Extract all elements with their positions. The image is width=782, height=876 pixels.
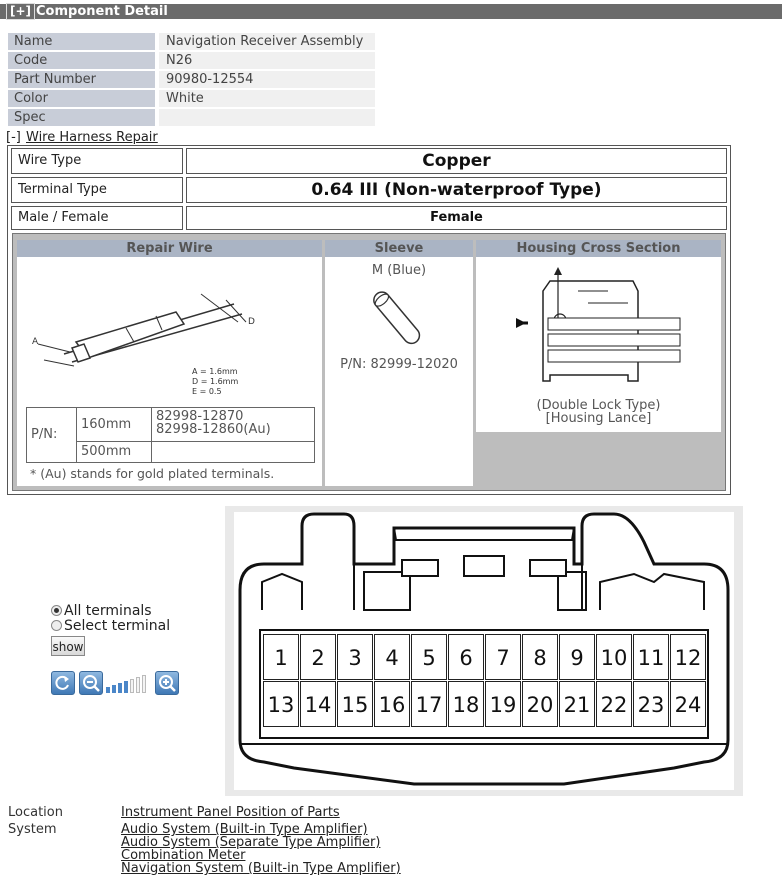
connector-pin-2[interactable]: 2 <box>300 634 336 680</box>
reset-zoom-button[interactable] <box>51 671 75 695</box>
housing-header: Housing Cross Section <box>476 240 721 257</box>
connector-pin-4[interactable]: 4 <box>374 634 410 680</box>
pn-label: P/N: <box>26 407 77 463</box>
zoom-level-indicator[interactable] <box>106 673 154 693</box>
housing-cross-section-drawing <box>488 263 709 394</box>
dim-e-text: E = 0.5 <box>192 387 222 396</box>
system-link-combination-meter[interactable]: Combination Meter <box>121 848 246 863</box>
connector-pin-15[interactable]: 15 <box>337 681 373 727</box>
info-value-spec <box>159 109 375 126</box>
wire-type-label: Wire Type <box>11 148 183 174</box>
connector-pin-10[interactable]: 10 <box>596 634 632 680</box>
info-key-code: Code <box>8 52 155 69</box>
info-value-name: Navigation Receiver Assembly <box>159 33 375 50</box>
wire-type-value: Copper <box>186 148 727 174</box>
connector-pin-16[interactable]: 16 <box>374 681 410 727</box>
length-160: 160mm <box>76 407 152 442</box>
wire-harness-title-link[interactable]: Wire Harness Repair <box>26 130 158 145</box>
zoom-level-step[interactable] <box>106 687 110 693</box>
component-detail-toggle[interactable]: [+] <box>6 3 36 20</box>
connector-pin-18[interactable]: 18 <box>448 681 484 727</box>
zoom-level-step[interactable] <box>130 679 134 693</box>
housing-captions: (Double Lock Type) [Housing Lance] <box>476 399 721 425</box>
housing-caption-lance: [Housing Lance] <box>545 411 652 426</box>
connector-pin-20[interactable]: 20 <box>522 681 558 727</box>
dim-d-letter: D <box>248 317 255 327</box>
connector-pin-13[interactable]: 13 <box>263 681 299 727</box>
connector-pin-24[interactable]: 24 <box>670 681 706 727</box>
info-key-name: Name <box>8 33 155 50</box>
male-female-label: Male / Female <box>11 206 183 230</box>
dim-a-letter: A <box>32 337 39 347</box>
connector-pin-5[interactable]: 5 <box>411 634 447 680</box>
terminal-type-value: 0.64 III (Non-waterproof Type) <box>186 177 727 203</box>
gold-note: * (Au) stands for gold plated terminals. <box>30 466 275 481</box>
housing-caption-type: (Double Lock Type) <box>536 398 661 413</box>
wire-harness-toggle[interactable]: [-] <box>6 130 21 145</box>
dim-d-text: D = 1.6mm <box>192 377 238 386</box>
pn-160-b: 82998-12860(Au) <box>156 422 271 437</box>
system-link-audio-built-in[interactable]: Audio System (Built-in Type Amplifier) <box>121 822 368 837</box>
component-detail-header <box>0 4 782 19</box>
location-link[interactable]: Instrument Panel Position of Parts <box>121 805 340 820</box>
select-terminal-radio[interactable] <box>51 620 62 631</box>
select-terminal-label[interactable]: Select terminal <box>64 618 171 634</box>
zoom-in-button[interactable] <box>155 671 179 695</box>
system-label: System <box>8 822 57 837</box>
connector-pin-17[interactable]: 17 <box>411 681 447 727</box>
connector-pin-3[interactable]: 3 <box>337 634 373 680</box>
info-key-part-number: Part Number <box>8 71 155 88</box>
zoom-level-step[interactable] <box>136 677 140 693</box>
all-terminals-radio[interactable] <box>51 605 62 616</box>
system-link-audio-separate[interactable]: Audio System (Separate Type Amplifier) <box>121 835 381 850</box>
zoom-level-step[interactable] <box>124 681 128 693</box>
system-link-navigation[interactable]: Navigation System (Built-in Type Amplifi… <box>121 861 401 876</box>
zoom-level-step[interactable] <box>112 685 116 693</box>
terminal-type-label: Terminal Type <box>11 177 183 203</box>
zoom-level-step[interactable] <box>142 675 146 693</box>
location-label: Location <box>8 805 63 820</box>
zoom-out-icon <box>83 675 100 692</box>
all-terminals-label[interactable]: All terminals <box>64 603 152 619</box>
connector-pin-19[interactable]: 19 <box>485 681 521 727</box>
connector-pin-7[interactable]: 7 <box>485 634 521 680</box>
connector-pin-14[interactable]: 14 <box>300 681 336 727</box>
info-key-color: Color <box>8 90 155 107</box>
refresh-icon <box>55 675 69 690</box>
info-value-code: N26 <box>159 52 375 69</box>
pn-160-cell: 82998-12870 82998-12860(Au) <box>151 407 315 442</box>
connector-pin-21[interactable]: 21 <box>559 681 595 727</box>
repair-wire-drawing: A D A = 1.6mm D = 1.6mm E = 0.5 <box>32 293 255 396</box>
sleeve-size: M (Blue) <box>371 263 427 278</box>
zoom-in-icon <box>159 675 176 692</box>
info-value-part-number: 90980-12554 <box>159 71 375 88</box>
sleeve-drawing <box>336 281 456 353</box>
dim-a-text: A = 1.6mm <box>192 367 238 376</box>
length-500: 500mm <box>76 441 152 463</box>
male-female-value: Female <box>186 206 727 230</box>
pn-500-cell <box>151 441 315 463</box>
info-key-spec: Spec <box>8 109 155 126</box>
zoom-out-button[interactable] <box>79 671 103 695</box>
repair-wire-panel <box>17 240 322 486</box>
connector-pin-9[interactable]: 9 <box>559 634 595 680</box>
connector-pin-12[interactable]: 12 <box>670 634 706 680</box>
info-value-color: White <box>159 90 375 107</box>
sleeve-pn: P/N: 82999-12020 <box>340 357 458 372</box>
connector-pin-11[interactable]: 11 <box>633 634 669 680</box>
repair-wire-header: Repair Wire <box>17 240 322 257</box>
component-detail-title: Component Detail <box>36 4 168 19</box>
show-button[interactable]: show <box>51 636 85 656</box>
sleeve-header: Sleeve <box>325 240 473 257</box>
connector-pin-23[interactable]: 23 <box>633 681 669 727</box>
connector-pin-22[interactable]: 22 <box>596 681 632 727</box>
zoom-level-step[interactable] <box>118 683 122 693</box>
connector-pin-6[interactable]: 6 <box>448 634 484 680</box>
connector-pin-8[interactable]: 8 <box>522 634 558 680</box>
pn-160-a: 82998-12870 <box>156 409 244 424</box>
connector-pin-1[interactable]: 1 <box>263 634 299 680</box>
